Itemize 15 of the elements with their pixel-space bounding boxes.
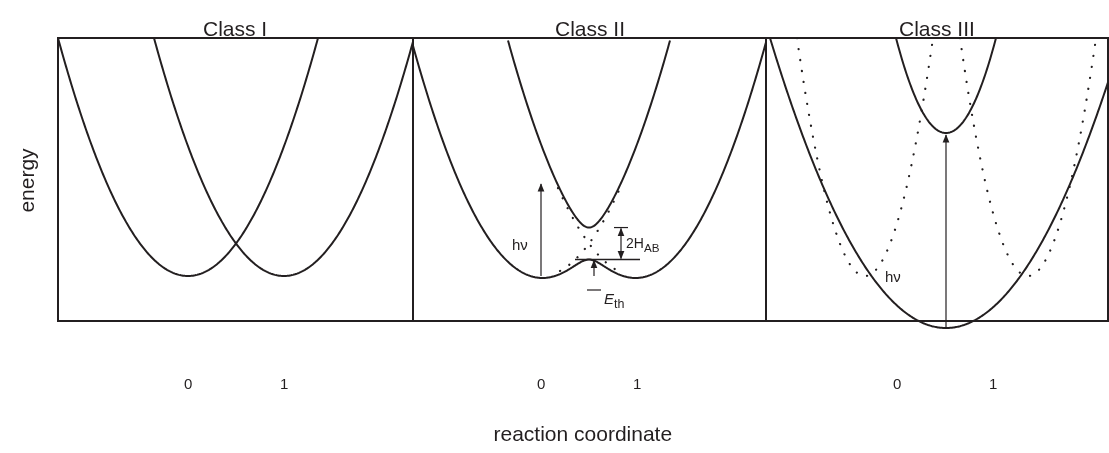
panel-title: Class III <box>899 17 975 39</box>
tick-label: 0 <box>184 375 193 391</box>
panel-title: Class I <box>203 17 268 39</box>
tick-label: 1 <box>280 375 289 391</box>
barrier-label: E$_{th}$ <box>604 291 625 311</box>
transition-label: hν <box>512 236 528 252</box>
axis-title: energy <box>15 147 37 213</box>
tick-label: 0 <box>537 375 546 391</box>
transition-label: hν <box>885 268 901 284</box>
tick-label: 0 <box>893 375 902 391</box>
panel-title: Class II <box>555 17 625 39</box>
splitting-label: 2H$_{AB}$ <box>626 235 660 253</box>
tick-label: 1 <box>633 375 642 391</box>
axis-title: reaction coordinate <box>493 422 673 444</box>
tick-label: 1 <box>989 375 998 391</box>
